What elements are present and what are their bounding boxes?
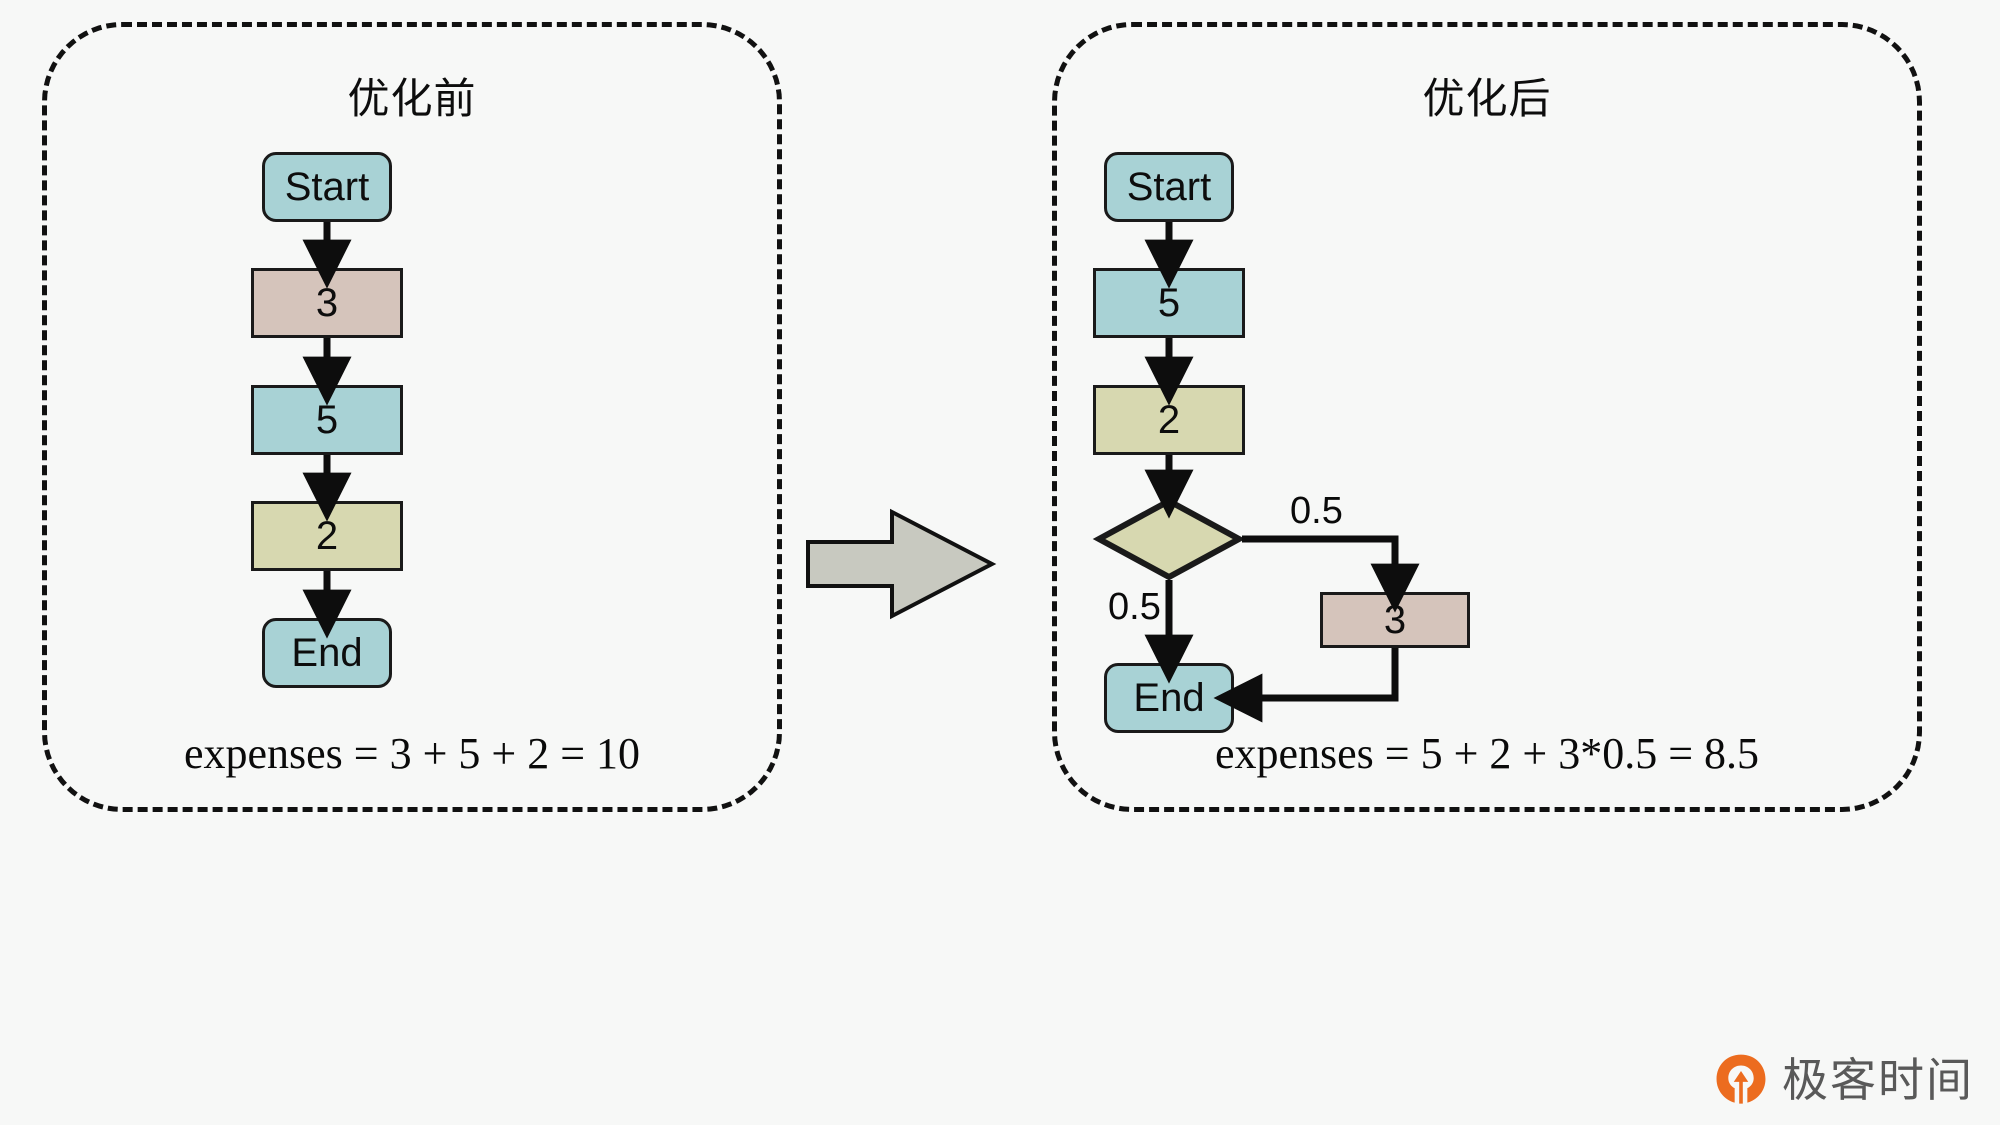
after-node-2[interactable]: 2 bbox=[1093, 385, 1245, 455]
after-node-5[interactable]: 5 bbox=[1093, 268, 1245, 338]
before-node-5[interactable]: 5 bbox=[251, 385, 403, 455]
after-node-end[interactable]: End bbox=[1104, 663, 1234, 733]
after-node-decision[interactable] bbox=[1092, 497, 1246, 581]
panel-before-title: 优化前 bbox=[347, 74, 477, 123]
right-block-arrow-icon bbox=[806, 508, 997, 620]
panel-after-formula: expenses = 5 + 2 + 3*0.5 = 8.5 bbox=[1214, 729, 1760, 778]
before-node-end[interactable]: End bbox=[262, 618, 392, 688]
after-node-start[interactable]: Start bbox=[1104, 152, 1234, 222]
watermark: 极客时间 bbox=[1712, 1051, 1974, 1109]
panel-after-title: 优化后 bbox=[1422, 74, 1552, 123]
after-edge-label-right: 0.5 bbox=[1290, 490, 1343, 532]
after-edge-label-down: 0.5 bbox=[1108, 586, 1161, 628]
before-node-2[interactable]: 2 bbox=[251, 501, 403, 571]
panel-before-formula: expenses = 3 + 5 + 2 = 10 bbox=[183, 729, 641, 778]
before-node-3[interactable]: 3 bbox=[251, 268, 403, 338]
panel-before-optimization: 优化前 expenses = 3 + 5 + 2 = 10 bbox=[42, 22, 782, 812]
before-node-start[interactable]: Start bbox=[262, 152, 392, 222]
geektime-logo-icon bbox=[1716, 1054, 1766, 1104]
decision-diamond-icon bbox=[1092, 497, 1246, 581]
panel-after-optimization: 优化后 expenses = 5 + 2 + 3*0.5 = 8.5 bbox=[1052, 22, 1922, 812]
after-node-3[interactable]: 3 bbox=[1320, 592, 1470, 648]
transform-arrow bbox=[800, 500, 1000, 628]
watermark-text: 极客时间 bbox=[1782, 1053, 1974, 1107]
